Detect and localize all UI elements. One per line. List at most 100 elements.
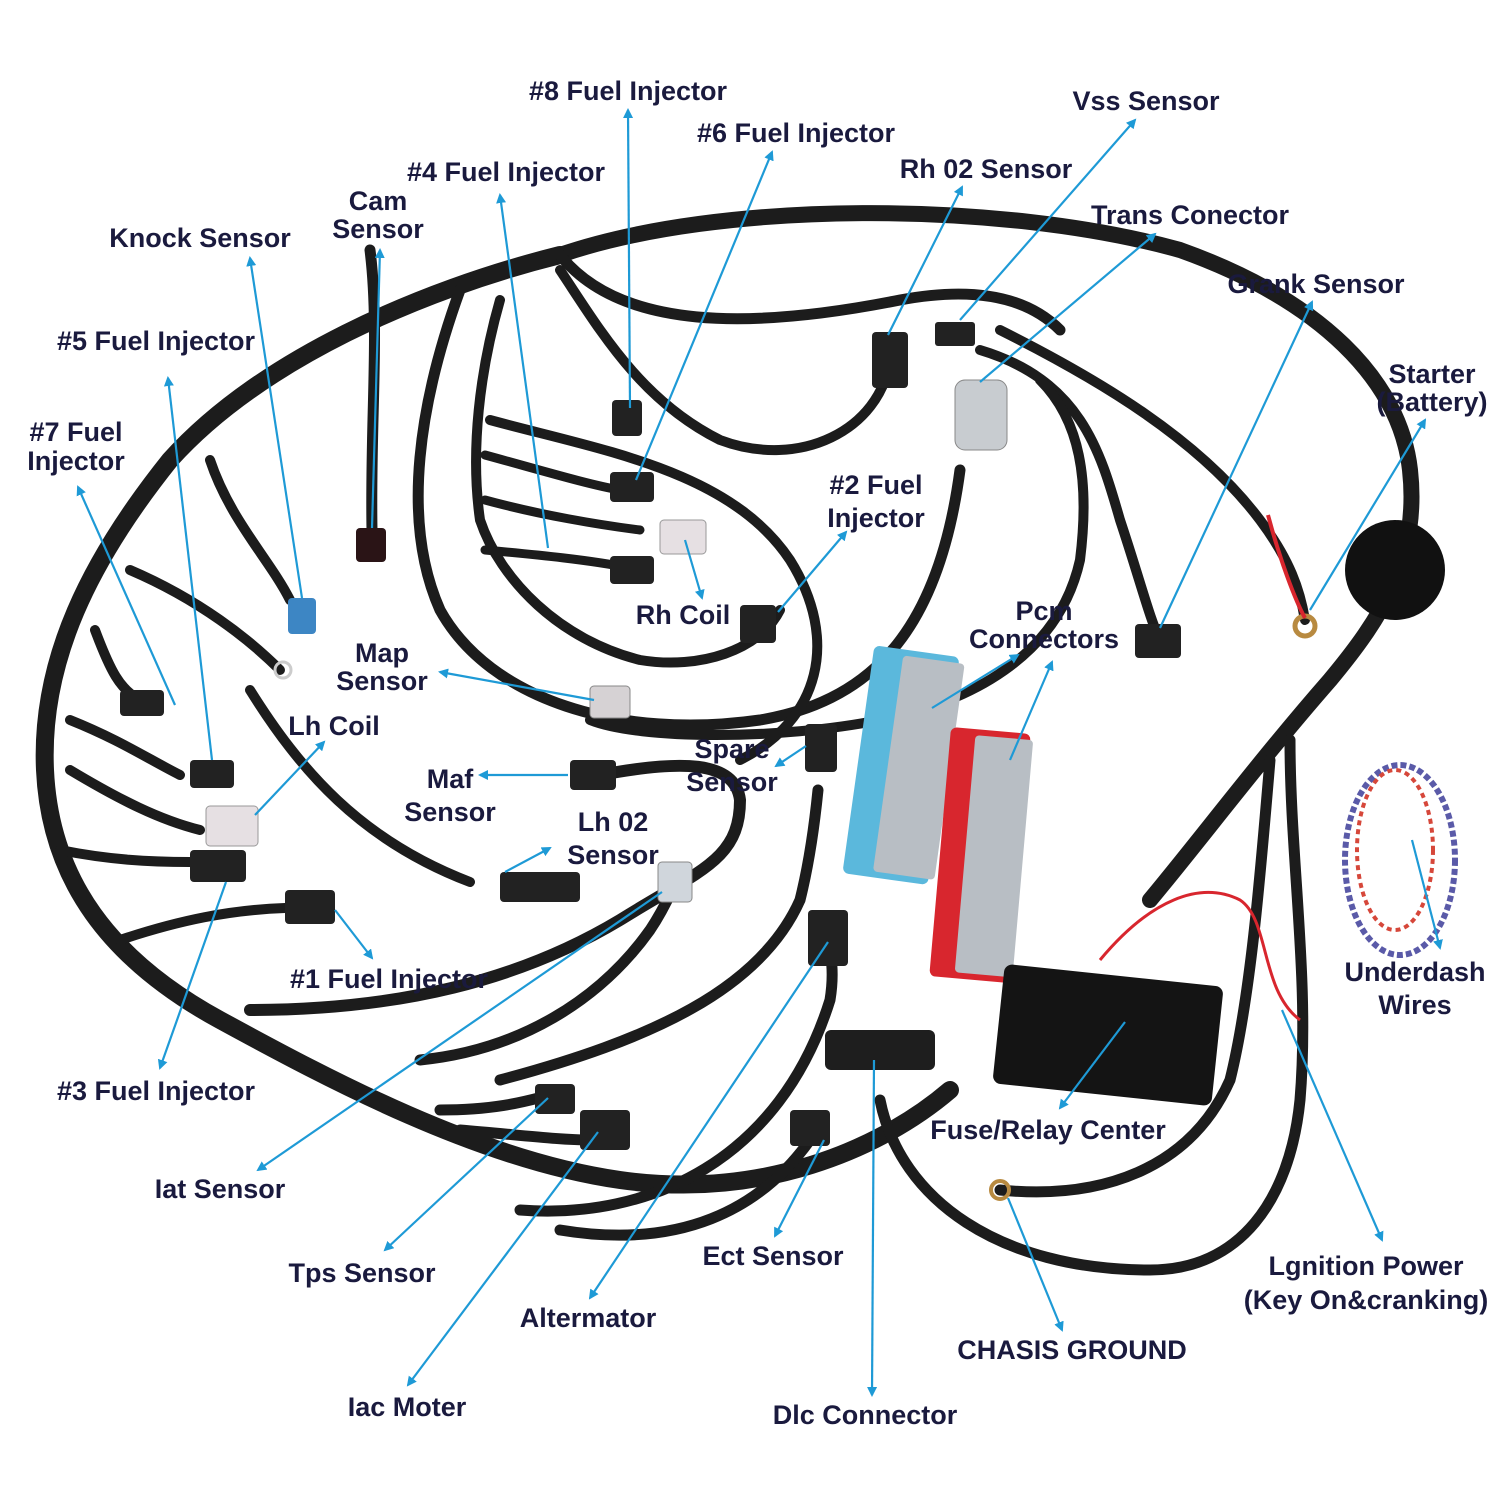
arrow-lh-o2-sensor	[504, 847, 552, 873]
arrow-dlc-connector	[867, 1059, 878, 1397]
alternator-connector	[808, 910, 848, 966]
arrow-injector-1	[334, 909, 374, 960]
label-tps-sensor: Tps Sensor	[288, 1258, 436, 1288]
arrow-alternator	[588, 941, 829, 1300]
underdash-wire-bundle	[1342, 762, 1458, 958]
arrow-injector-4	[496, 193, 550, 549]
label-iac-motor: Iac Moter	[348, 1392, 467, 1422]
label-knock-sensor: Knock Sensor	[109, 223, 291, 253]
label-maf-sensor-1: Maf	[427, 764, 475, 794]
label-fuel-injector-2-2: Injector	[827, 503, 925, 533]
iat-connector	[657, 861, 693, 903]
harness-illustration	[35, 205, 1420, 1276]
injector-8-connector	[612, 400, 642, 436]
maf-connector	[570, 760, 616, 790]
cam-connector	[356, 528, 386, 562]
label-fuel-injector-8: #8 Fuel Injector	[529, 76, 728, 106]
label-dlc-connector: Dlc Connector	[773, 1400, 958, 1430]
arrow-ect-sensor	[774, 1139, 825, 1238]
label-ignition-2: (Key On&cranking)	[1244, 1285, 1489, 1315]
injector-1-connector	[285, 890, 335, 924]
starter-red-wire	[1266, 514, 1307, 619]
label-cam-sensor-2: Sensor	[332, 214, 424, 244]
label-spare-sensor-2: Sensor	[686, 767, 778, 797]
crank-connector	[1135, 624, 1181, 658]
pcm-connector-blue-cover	[873, 655, 965, 880]
label-map-sensor-2: Sensor	[336, 666, 428, 696]
label-fuel-injector-5: #5 Fuel Injector	[57, 326, 256, 356]
arrow-knock-sensor	[246, 256, 304, 599]
label-grank-sensor: Grank Sensor	[1227, 269, 1405, 299]
injector-5-connector	[190, 760, 234, 788]
callout-labels: #8 Fuel Injector #6 Fuel Injector #4 Fue…	[27, 76, 1488, 1430]
label-chassis-ground: CHASIS GROUND	[957, 1335, 1187, 1365]
spare-connector	[805, 724, 837, 772]
arrow-lh-coil	[254, 740, 326, 816]
iac-connector	[580, 1110, 630, 1150]
label-alternator: Altermator	[520, 1303, 657, 1333]
arrow-ignition	[1280, 1009, 1384, 1242]
trans-connector	[954, 379, 1008, 451]
tps-connector	[535, 1084, 575, 1114]
label-fuse-relay: Fuse/Relay Center	[930, 1115, 1166, 1145]
dlc-connector-shape	[825, 1030, 935, 1070]
arrow-grank-sensor	[1159, 300, 1314, 629]
injector-4-connector	[610, 556, 654, 584]
connectors	[120, 322, 1458, 1201]
arrow-injector-7	[76, 485, 177, 706]
arrow-injector-2	[777, 530, 848, 613]
ignition-red-wires	[1098, 891, 1301, 1022]
rh-o2-connector	[872, 332, 908, 388]
injector-3-connector	[190, 850, 246, 882]
starter-grommet	[1345, 520, 1445, 620]
label-pcm-connectors-2: Connectors	[969, 624, 1119, 654]
label-pcm-connectors-1: Pcm	[1015, 596, 1072, 626]
vss-connector	[935, 322, 975, 346]
arrow-pcm-connectors-b	[1008, 660, 1054, 761]
label-fuel-injector-2-1: #2 Fuel	[829, 470, 922, 500]
arrow-pcm-connectors-a	[931, 653, 1020, 709]
knock-connector	[288, 598, 316, 634]
label-starter-1: Starter	[1388, 359, 1476, 389]
callout-arrows	[76, 108, 1443, 1397]
chassis-ground-ring	[989, 1179, 1011, 1201]
arrow-injector-3	[157, 881, 228, 1070]
arrow-rh-o2-sensor	[887, 185, 963, 336]
label-fuel-injector-3: #3 Fuel Injector	[57, 1076, 256, 1106]
label-ect-sensor: Ect Sensor	[702, 1241, 844, 1271]
label-starter-2: (Battery)	[1376, 387, 1487, 417]
label-cam-sensor-1: Cam	[349, 186, 408, 216]
arrow-iat-sensor	[256, 891, 663, 1172]
lh-o2-connector	[500, 872, 580, 902]
arrow-spare-sensor	[774, 745, 807, 768]
arrow-injector-8	[623, 108, 634, 409]
label-fuel-injector-4: #4 Fuel Injector	[407, 157, 606, 187]
arrow-chassis-ground	[1006, 1197, 1064, 1332]
label-lh-o2-sensor-2: Sensor	[567, 840, 659, 870]
label-trans-connector: Trans Conector	[1091, 200, 1290, 230]
arrow-injector-6	[634, 150, 774, 481]
label-rh-coil: Rh Coil	[636, 600, 731, 630]
lh-coil-connector	[205, 805, 259, 847]
injector-6-connector	[610, 472, 654, 502]
arrow-trans-connector	[979, 232, 1157, 383]
label-lh-coil: Lh Coil	[288, 711, 379, 741]
arrow-starter	[1309, 418, 1427, 611]
label-ignition-1: Lgnition Power	[1269, 1251, 1464, 1281]
label-fuel-injector-6: #6 Fuel Injector	[697, 118, 896, 148]
label-rh-o2-sensor: Rh 02 Sensor	[900, 154, 1073, 184]
ect-connector	[790, 1110, 830, 1146]
label-maf-sensor-2: Sensor	[404, 797, 496, 827]
injector-7-connector	[120, 690, 164, 716]
label-underdash-2: Wires	[1378, 990, 1451, 1020]
label-fuel-injector-1: #1 Fuel Injector	[290, 964, 489, 994]
arrow-underdash	[1410, 839, 1443, 950]
label-map-sensor-1: Map	[355, 638, 409, 668]
arrow-tps-sensor	[383, 1097, 549, 1252]
arrow-injector-5	[163, 376, 214, 761]
arrow-iac-motor	[406, 1131, 599, 1387]
underdash-wire-bundle-inner	[1355, 768, 1435, 932]
injector-2-connector	[740, 605, 776, 643]
label-iat-sensor: Iat Sensor	[155, 1174, 286, 1204]
